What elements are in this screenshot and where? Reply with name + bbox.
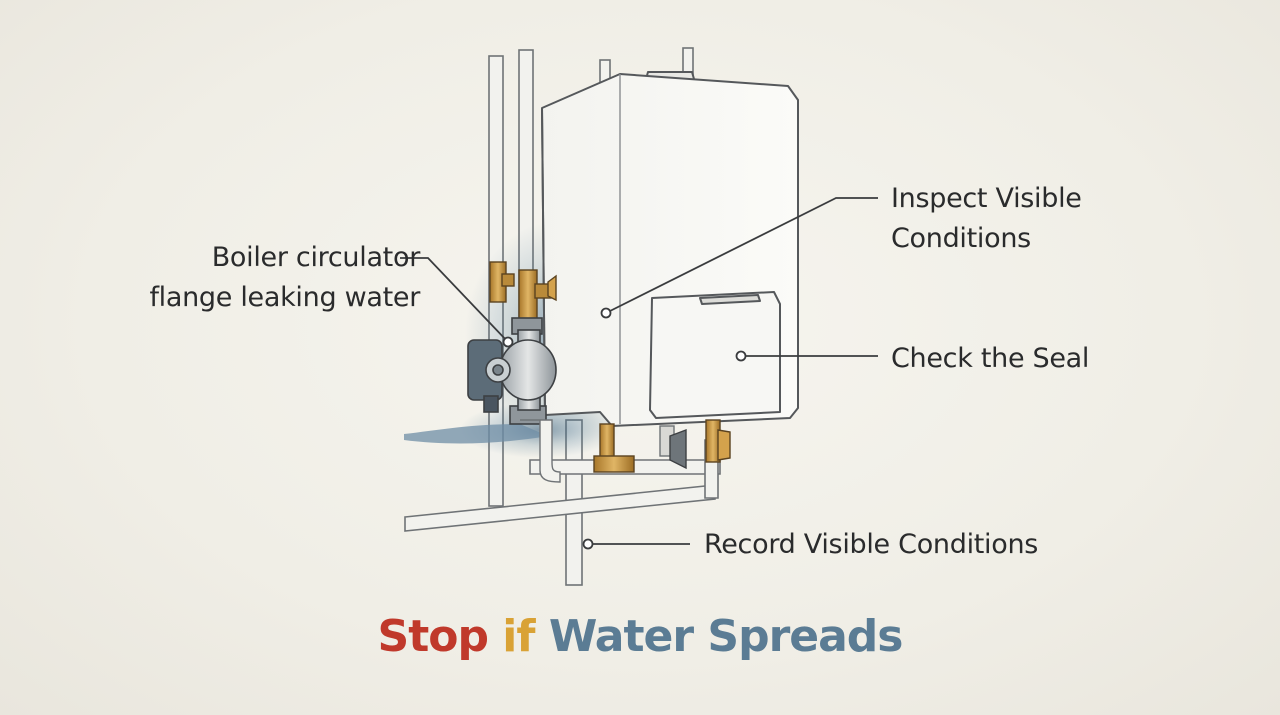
callout-record: Record Visible Conditions: [704, 525, 1038, 565]
callout-circulator-line2: flange leaking water: [149, 282, 420, 313]
headline-words-water-spreads: Water Spreads: [548, 611, 904, 662]
headline-word-stop: Stop: [377, 611, 489, 662]
callout-inspect: Inspect Visible Conditions: [891, 179, 1082, 259]
valve-icon: [489, 261, 557, 323]
headline-word-if: if: [502, 611, 535, 662]
callout-circulator-leak: Boiler circulator flange leaking water: [120, 238, 420, 318]
callout-check-seal: Check the Seal: [891, 339, 1089, 379]
callout-circulator-line1: Boiler circulator: [211, 242, 421, 273]
callout-inspect-line2: Conditions: [891, 223, 1031, 254]
circulator-pump-icon: [467, 317, 557, 425]
callout-record-text: Record Visible Conditions: [704, 529, 1039, 560]
callout-seal-text: Check the Seal: [891, 343, 1090, 374]
headline: Stop if Water Spreads: [0, 606, 1280, 668]
callout-inspect-line1: Inspect Visible: [891, 183, 1082, 214]
boiler-icon: [541, 71, 799, 427]
